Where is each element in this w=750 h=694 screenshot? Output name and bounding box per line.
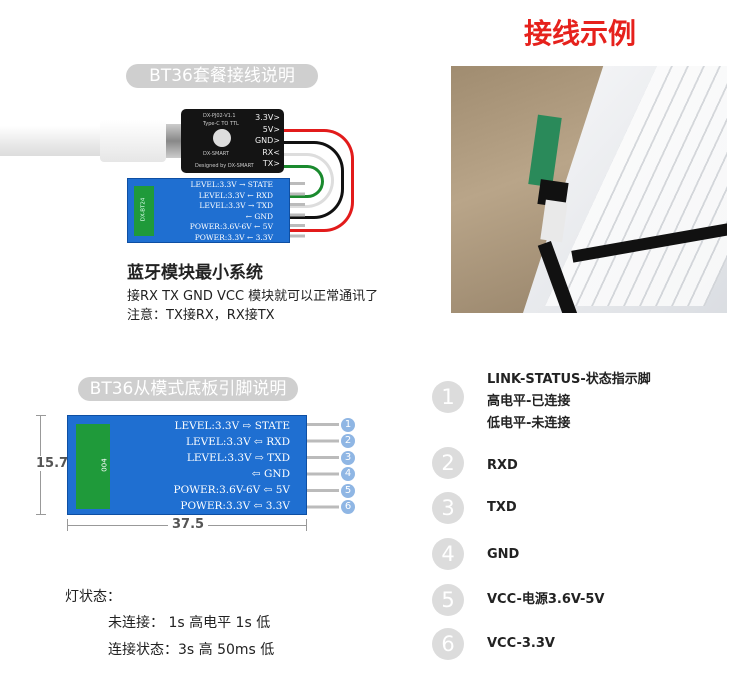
pin-desc-3: TXD — [487, 500, 517, 515]
kit-line2: 注意：TX接RX，RX接TX — [127, 308, 275, 323]
chip-label: 004 — [100, 458, 109, 472]
pin-number-1: 1 — [341, 418, 355, 432]
pin-number-6: 6 — [341, 500, 355, 514]
pin-desc-6: VCC-3.3V — [487, 636, 555, 651]
pin-badge-2: 2 — [432, 447, 464, 479]
pin-badge-4: 4 — [432, 538, 464, 570]
adapter-subtitle: Type-C TO TTL — [203, 121, 239, 127]
module-chip-label: DX-BT24 — [140, 197, 147, 222]
led-line1: 未连接： 1s 高电平 1s 低 — [108, 615, 271, 631]
pin-desc-1: LINK-STATUS-状态指示脚 高电平-已连接 低电平-未连接 — [487, 369, 651, 435]
adapter-pin: GND> — [254, 136, 280, 145]
brand-logo-icon — [213, 129, 231, 147]
kit-heading: 蓝牙模块最小系统 — [127, 263, 263, 283]
pin-desc-2: RXD — [487, 458, 518, 473]
pin-badge-3: 3 — [432, 492, 464, 524]
adapter-brand: DX-SMART — [203, 151, 229, 157]
slave-board: 004 LEVEL:3.3V ⇨ STATE LEVEL:3.3V ⇦ RXD … — [67, 415, 307, 515]
antenna-chip — [76, 424, 110, 509]
pin-desc-line: 低电平-未连接 — [487, 416, 571, 431]
antenna-chip: DX-BT24 — [134, 186, 154, 236]
pin-badge-1: 1 — [432, 381, 464, 413]
usb-cable — [0, 126, 110, 156]
adapter-model: DX-PJ02-V1.1 — [203, 113, 236, 119]
usb-ttl-adapter: DX-PJ02-V1.1 Type-C TO TTL DX-SMART Desi… — [181, 109, 284, 173]
wiring-photo — [451, 66, 727, 313]
pin-desc-line: 高电平-已连接 — [487, 394, 571, 409]
pin-badge-6: 6 — [432, 628, 464, 660]
pin-desc-line: LINK-STATUS-状态指示脚 — [487, 372, 651, 387]
slave-pill: BT36从模式底板引脚说明 — [78, 377, 298, 401]
pin-number-3: 3 — [341, 451, 355, 465]
led-title: 灯状态： — [65, 589, 121, 605]
width-dimension: 37.5 — [168, 517, 209, 532]
pin-badge-5: 5 — [432, 584, 464, 616]
kit-pill: BT36套餐接线说明 — [126, 64, 318, 88]
adapter-pin: TX> — [262, 159, 280, 168]
adapter-pin: RX< — [262, 147, 280, 157]
led-line2: 连接状态：3s 高 50ms 低 — [108, 642, 275, 658]
pin-desc-5: VCC-电源3.6V-5V — [487, 592, 605, 607]
adapter-pin: 5V> — [262, 124, 280, 134]
kit-line1: 接RX TX GND VCC 模块就可以正常通讯了 — [127, 289, 379, 304]
pin-number-5: 5 — [341, 484, 355, 498]
pin-number-4: 4 — [341, 467, 355, 481]
bt-module-board: DX-BT24 LEVEL:3.3V → STATE LEVEL:3.3V ← … — [127, 178, 290, 243]
adapter-designed: Designed by DX-SMART — [195, 163, 254, 169]
pin-number-2: 2 — [341, 434, 355, 448]
section-title: 接线示例 — [523, 17, 636, 50]
adapter-pin: 3.3V> — [255, 113, 280, 122]
height-dimension: 15.7 — [36, 456, 69, 471]
pin-desc-4: GND — [487, 547, 520, 562]
